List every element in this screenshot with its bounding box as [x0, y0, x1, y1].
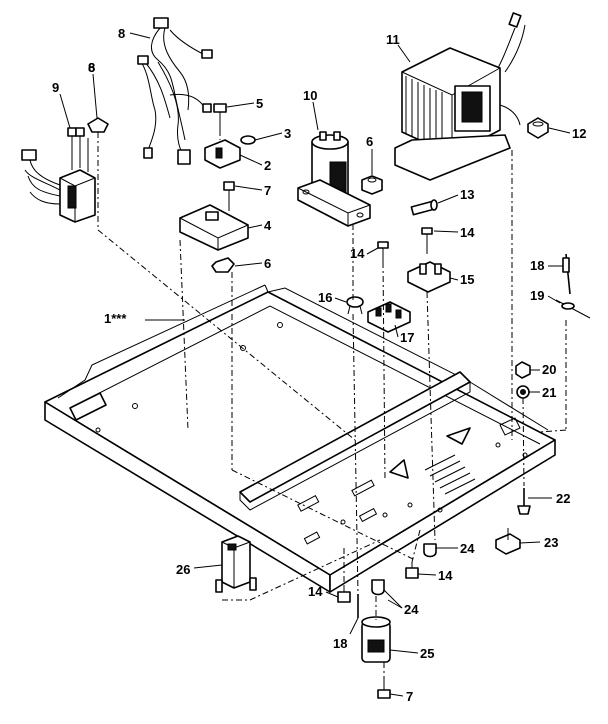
screw-22 — [517, 488, 531, 515]
nut-12 — [527, 117, 549, 139]
sensor-probe — [555, 253, 591, 319]
callout-23: 23 — [544, 535, 558, 550]
callout-13: 13 — [460, 187, 474, 202]
callout-7-switch: 7 — [264, 183, 271, 198]
callout-8-nut: 8 — [88, 60, 95, 75]
callout-22: 22 — [556, 491, 570, 506]
callout-18-bottom: 18 — [333, 636, 347, 651]
callout-16: 16 — [318, 290, 332, 305]
callout-2: 2 — [264, 158, 271, 173]
callout-25: 25 — [420, 646, 434, 661]
foot-24-b — [371, 579, 385, 596]
screw-14-bottom-left — [337, 586, 351, 603]
screw-7-bottom — [377, 680, 391, 699]
callout-8-harness: 8 — [118, 26, 125, 41]
callout-3: 3 — [284, 126, 291, 141]
callout-7-bottom: 7 — [406, 689, 413, 704]
switch-assembly — [179, 103, 256, 273]
callout-18-probe: 18 — [530, 258, 544, 273]
base-pan — [44, 284, 556, 593]
callout-15: 15 — [460, 272, 474, 287]
large-transformer — [394, 12, 526, 181]
callout-1: 1*** — [104, 311, 127, 326]
callout-9: 9 — [52, 80, 59, 95]
callout-11: 11 — [386, 32, 400, 47]
ring-16 — [346, 296, 364, 315]
screw-23 — [495, 528, 521, 555]
foot-24-a — [423, 543, 437, 558]
capacitor-nut — [361, 175, 383, 195]
top-left-nut — [87, 117, 109, 133]
callout-4: 4 — [264, 218, 272, 233]
leader-lines — [59, 32, 571, 697]
fuse-holder — [407, 227, 451, 293]
callout-14-terminal: 14 — [350, 246, 365, 261]
callout-6-top-left: 6 — [88, 60, 95, 75]
callout-24-bottom: 24 — [404, 602, 419, 617]
callout-12: 12 — [572, 126, 586, 141]
assembly-lines — [97, 132, 567, 680]
terminal-block-17 — [367, 301, 411, 333]
callout-14-fuse: 14 — [460, 225, 475, 240]
callout-6-capacitor: 6 — [366, 134, 373, 149]
callout-17: 17 — [400, 330, 414, 345]
callout-26: 26 — [176, 562, 190, 577]
callout-20: 20 — [542, 362, 556, 377]
small-transformer — [21, 127, 96, 223]
callout-numbers: 1*** 2 3 4 5 6 6 6 7 7 8 8 9 10 11 12 13… — [52, 26, 586, 704]
fuse-13 — [410, 199, 438, 216]
callout-19: 19 — [530, 288, 544, 303]
callout-24-right: 24 — [460, 541, 475, 556]
callout-5: 5 — [256, 96, 263, 111]
nut-20 — [515, 361, 531, 379]
screw-14-bottom-right — [405, 562, 419, 579]
callout-6-switch: 6 — [264, 256, 271, 271]
callout-14-bottom-right: 14 — [438, 568, 453, 583]
callout-10: 10 — [303, 88, 317, 103]
callout-14-bottom-left: 14 — [308, 584, 323, 599]
bracket-26 — [215, 535, 257, 593]
wiring-harness — [137, 17, 213, 165]
screw-14-top — [377, 241, 389, 262]
nut-21 — [516, 385, 530, 399]
callout-21: 21 — [542, 385, 556, 400]
capacitor — [297, 131, 371, 227]
part-25 — [361, 616, 391, 663]
